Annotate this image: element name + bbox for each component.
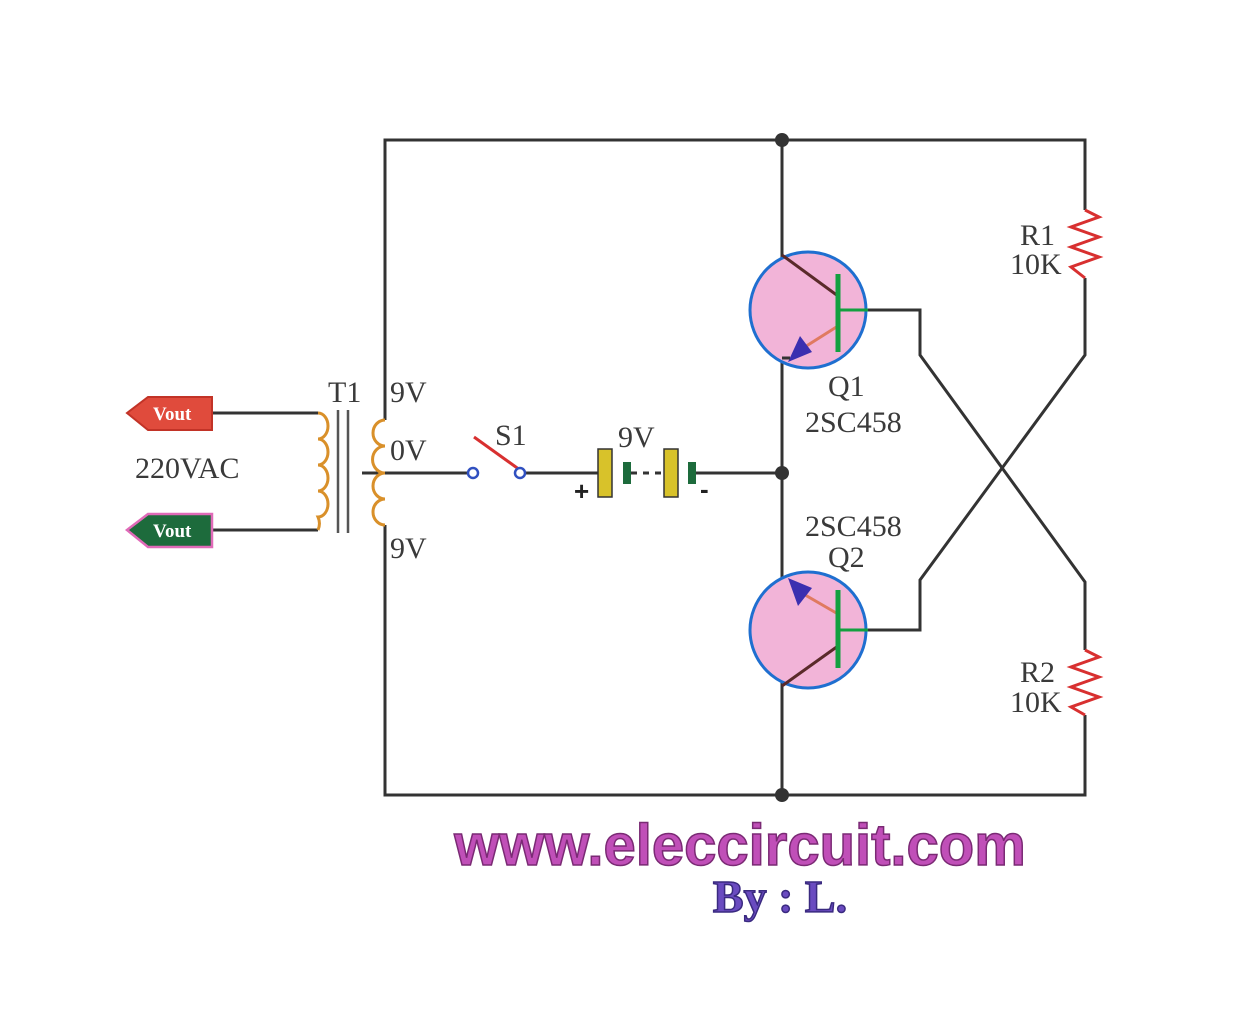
junction-dot [775,788,789,802]
battery-9v: 9V + - [574,421,709,506]
watermark: www.eleccircuit.com By : L. [452,812,1026,923]
byline-text: By : L. [713,871,847,922]
emitter-arrow [788,578,812,606]
battery-plus-label: + [574,476,589,506]
junctions [775,133,789,802]
wire-bottom-rail [383,525,1087,797]
tap-top-label: 9V [390,376,427,409]
terminal-vout-bottom: Vout [124,512,214,549]
transformer-t1: T1 9V 0V 9V [315,376,427,565]
switch-label: S1 [495,419,527,452]
emitter-arrow [788,336,812,362]
r1-name-label: R1 [1020,219,1055,252]
transistor-q2: 2SC458 Q2 [748,510,902,690]
r2-name-label: R2 [1020,656,1055,689]
battery-label: 9V [618,421,655,454]
collector-lead [781,253,839,298]
wire-cross-r1-q2 [868,278,1087,632]
website-text: www.eleccircuit.com [453,813,1026,878]
r2-value-label: 10K [1010,686,1062,719]
r1-value-label: 10K [1010,248,1062,281]
tap-bottom-label: 9V [390,532,427,565]
switch-contact [513,466,527,480]
resistor-r1: R1 10K [1010,208,1104,281]
emitter-lead [799,590,839,616]
primary-coil [315,411,330,531]
terminal-vout-top: Vout [125,396,213,431]
terminal-arrow-shape [124,512,214,549]
battery-cell-long [663,448,679,498]
wire-top-rail [383,138,1087,420]
transistor-q1: Q1 2SC458 [748,250,902,439]
switch-contact [466,466,480,480]
q1-part-label: 2SC458 [805,406,902,439]
q2-part-label: 2SC458 [805,510,902,543]
secondary-coil [371,418,386,527]
battery-minus-label: - [700,474,709,504]
resistor-zigzag [1066,648,1104,717]
switch-s1: S1 [466,419,527,480]
q1-name-label: Q1 [828,370,865,403]
switch-lever [473,435,521,472]
terminal-bottom-label: Vout [153,521,192,542]
resistor-zigzag [1066,208,1104,280]
tap-center-label: 0V [390,434,427,467]
transformer-label: T1 [328,376,361,409]
junction-dot [775,133,789,147]
junction-dot [775,466,789,480]
terminal-top-label: Vout [153,404,192,425]
wire-cross-r2-q1 [868,308,1087,650]
terminal-arrow-shape [125,396,213,431]
battery-cell-short [688,462,696,484]
resistor-r2: R2 10K [1010,648,1104,719]
q2-name-label: Q2 [828,541,865,574]
wires [212,138,1087,797]
collector-lead [781,644,839,688]
battery-cell-short [623,462,631,484]
input-voltage-label: 220VAC [135,452,239,485]
battery-cell-long [597,448,613,498]
